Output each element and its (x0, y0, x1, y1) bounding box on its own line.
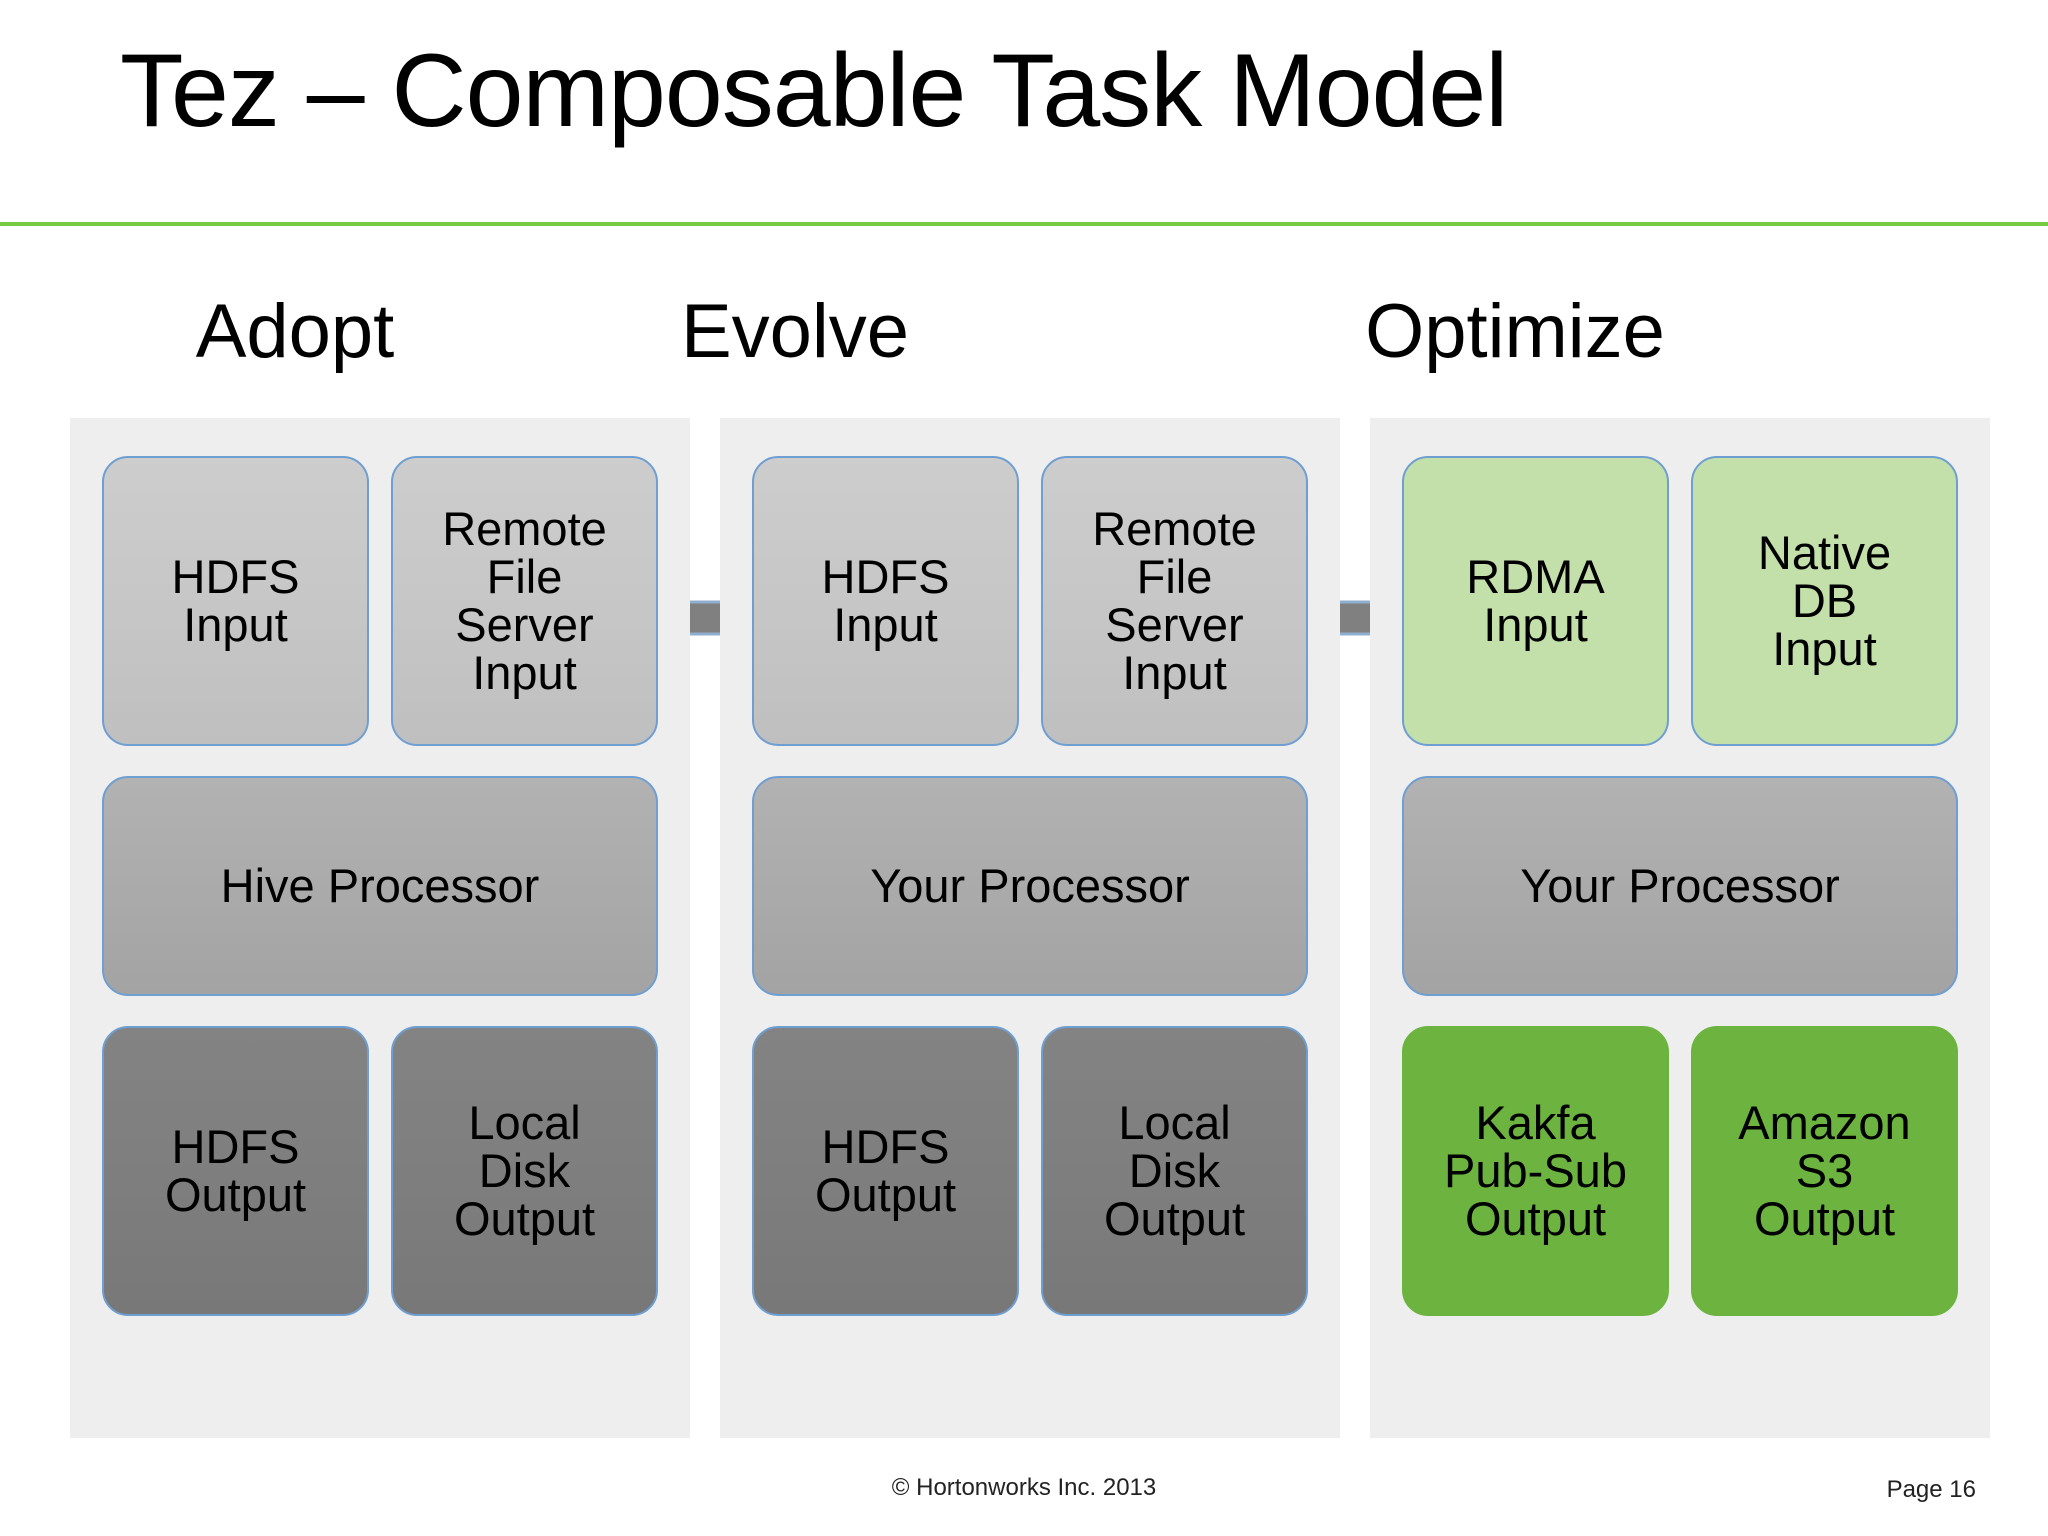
stage-label-adopt: Adopt (195, 289, 395, 374)
node-label: Your Processor (1520, 859, 1840, 913)
node-label: Local Disk Output (453, 1096, 596, 1245)
node-label: HDFS Output (814, 1120, 957, 1221)
input-row-adopt: HDFS Input Remote File Server Input (102, 456, 658, 746)
node-hive-processor[interactable]: Hive Processor (102, 776, 658, 996)
node-label: Native DB Input (1757, 526, 1892, 675)
input-row-evolve: HDFS Input Remote File Server Input (752, 456, 1308, 746)
footer-page-number: Page 16 (1886, 1476, 1976, 1503)
input-row-optimize: RDMA Input Native DB Input (1402, 456, 1958, 746)
node-label: HDFS Input (171, 550, 300, 651)
footer-copyright: © Hortonworks Inc. 2013 (891, 1474, 1157, 1501)
node-local-disk-output[interactable]: Local Disk Output (1041, 1026, 1308, 1316)
node-label: Remote File Server Input (442, 502, 607, 699)
node-your-processor[interactable]: Your Processor (1402, 776, 1958, 996)
node-label: HDFS Input (821, 550, 950, 651)
node-label: Amazon S3 Output (1738, 1096, 1911, 1245)
node-label: Local Disk Output (1103, 1096, 1246, 1245)
panel-evolve: HDFS Input Remote File Server Input Your… (720, 418, 1340, 1438)
node-hdfs-output[interactable]: HDFS Output (752, 1026, 1019, 1316)
node-remote-file-server-input[interactable]: Remote File Server Input (391, 456, 658, 746)
node-label: RDMA Input (1466, 550, 1605, 651)
output-row-optimize: Kakfa Pub-Sub Output Amazon S3 Output (1402, 1026, 1958, 1316)
task-model-panels: HDFS Input Remote File Server Input Hive… (70, 418, 1990, 1438)
node-label: HDFS Output (164, 1120, 307, 1221)
node-label: Kakfa Pub-Sub Output (1444, 1096, 1627, 1245)
processor-row-adopt: Hive Processor (102, 776, 658, 996)
title-divider (0, 222, 2048, 226)
node-your-processor[interactable]: Your Processor (752, 776, 1308, 996)
node-hdfs-input[interactable]: HDFS Input (102, 456, 369, 746)
node-rdma-input[interactable]: RDMA Input (1402, 456, 1669, 746)
node-label: Hive Processor (220, 859, 540, 913)
stage-header-row: Adopt Evolve Optimize (0, 282, 2048, 654)
panel-optimize: RDMA Input Native DB Input Your Processo… (1370, 418, 1990, 1438)
node-local-disk-output[interactable]: Local Disk Output (391, 1026, 658, 1316)
stage-label-evolve: Evolve (680, 289, 910, 374)
page-title: Tez – Composable Task Model (120, 33, 1508, 149)
node-kakfa-pubsub-output[interactable]: Kakfa Pub-Sub Output (1402, 1026, 1669, 1316)
node-label: Remote File Server Input (1092, 502, 1257, 699)
node-hdfs-output[interactable]: HDFS Output (102, 1026, 369, 1316)
processor-row-evolve: Your Processor (752, 776, 1308, 996)
panel-adopt: HDFS Input Remote File Server Input Hive… (70, 418, 690, 1438)
output-row-adopt: HDFS Output Local Disk Output (102, 1026, 658, 1316)
node-label: Your Processor (870, 859, 1190, 913)
processor-row-optimize: Your Processor (1402, 776, 1958, 996)
node-hdfs-input[interactable]: HDFS Input (752, 456, 1019, 746)
node-amazon-s3-output[interactable]: Amazon S3 Output (1691, 1026, 1958, 1316)
node-native-db-input[interactable]: Native DB Input (1691, 456, 1958, 746)
output-row-evolve: HDFS Output Local Disk Output (752, 1026, 1308, 1316)
stage-label-optimize: Optimize (1365, 289, 1665, 374)
node-remote-file-server-input[interactable]: Remote File Server Input (1041, 456, 1308, 746)
